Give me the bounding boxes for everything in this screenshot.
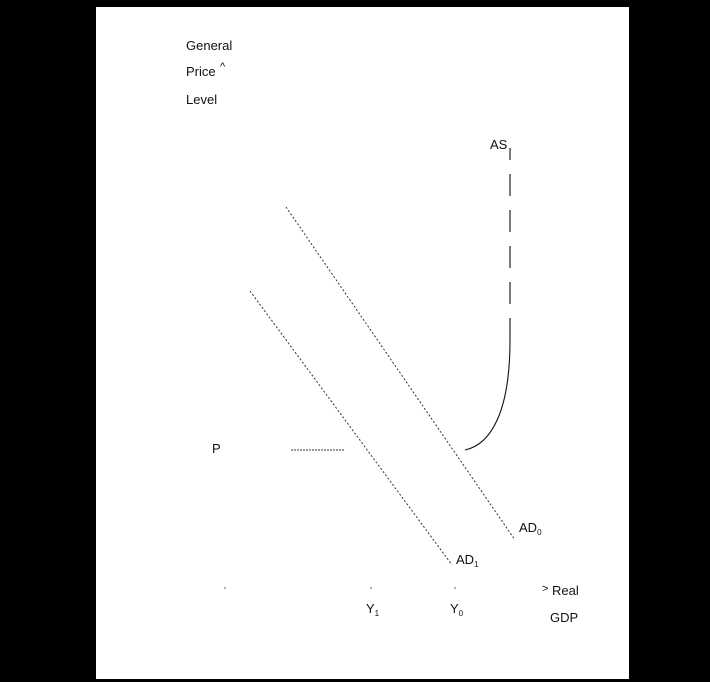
y1-label-subscript: 1	[374, 609, 380, 618]
y0-output-label: Y0	[450, 601, 463, 622]
diagram-panel	[96, 7, 629, 679]
ad1-label-main: AD	[456, 552, 475, 567]
y-axis-arrow-icon: ^	[220, 61, 226, 73]
ad1-curve	[249, 290, 453, 566]
y0-tick-dot	[454, 587, 456, 589]
x-axis-label-line2: GDP	[550, 610, 579, 625]
y-axis-label-line1: General	[186, 38, 233, 53]
y1-tick-dot	[370, 587, 372, 589]
ad1-label-subscript: 1	[474, 560, 479, 569]
ad0-label-main: AD	[519, 520, 538, 535]
ad1-curve-label: AD1	[456, 552, 479, 573]
as-curve-label: AS	[490, 137, 508, 152]
price-level-label: P	[212, 441, 221, 456]
y-axis-label-line3: Level	[186, 92, 218, 107]
as-curve-bend	[464, 339, 511, 451]
y1-output-label: Y1	[366, 601, 379, 622]
ad0-curve	[285, 206, 516, 541]
y-axis-label-line2: Price	[186, 64, 216, 79]
y1-label-main: Y	[366, 601, 375, 616]
y0-label-main: Y	[450, 601, 459, 616]
ad0-label-subscript: 0	[537, 528, 542, 537]
origin-dot	[224, 587, 226, 589]
y0-label-subscript: 0	[458, 609, 464, 618]
ad0-curve-label: AD0	[519, 520, 542, 541]
x-axis-label-line1: Real	[552, 583, 579, 598]
x-axis-arrow-icon: >	[542, 583, 549, 595]
